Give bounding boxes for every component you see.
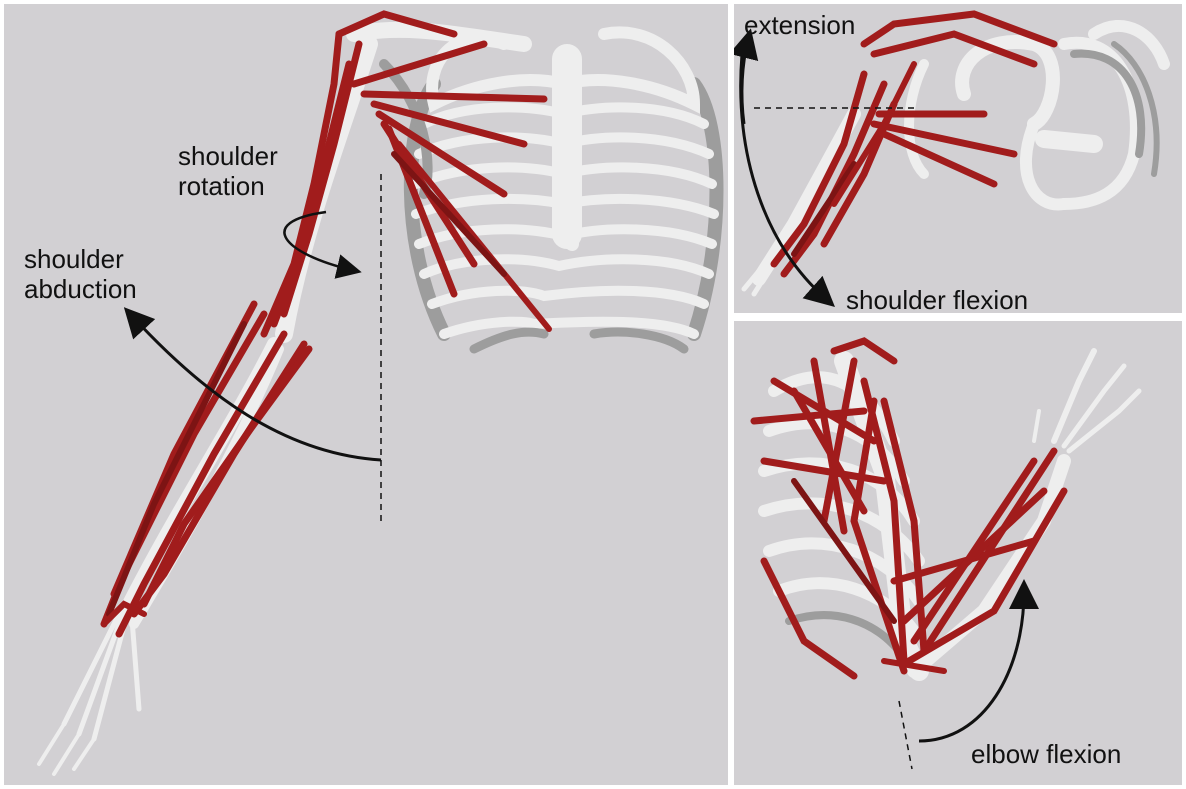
- main-view-illustration: [4, 4, 728, 785]
- top-view-illustration: [734, 4, 1182, 313]
- shoulder-flexion-label: shoulder flexion: [846, 285, 1028, 313]
- side-reference-dashed-line: [899, 701, 912, 769]
- shoulder-abduction-line-1: shoulder: [24, 244, 137, 274]
- shoulder-rotation-line-2: rotation: [178, 171, 278, 201]
- side-view-panel: elbow flexion: [734, 321, 1182, 785]
- top-view-panel: extension shoulder flexion: [734, 4, 1182, 313]
- main-view-panel: shoulder rotation shoulder abduction: [4, 4, 728, 785]
- extension-label: extension: [744, 10, 855, 40]
- shoulder-abduction-label: shoulder abduction: [24, 244, 137, 304]
- shoulder-rotation-label: shoulder rotation: [178, 141, 278, 201]
- top-arm: [744, 14, 1054, 294]
- shoulder-abduction-line-2: abduction: [24, 274, 137, 304]
- rib-cage: [411, 32, 717, 349]
- side-view-illustration: [734, 321, 1182, 785]
- extension-arrow: [742, 40, 748, 124]
- shoulder-rotation-line-1: shoulder: [178, 141, 278, 171]
- elbow-flexion-label: elbow flexion: [971, 739, 1121, 769]
